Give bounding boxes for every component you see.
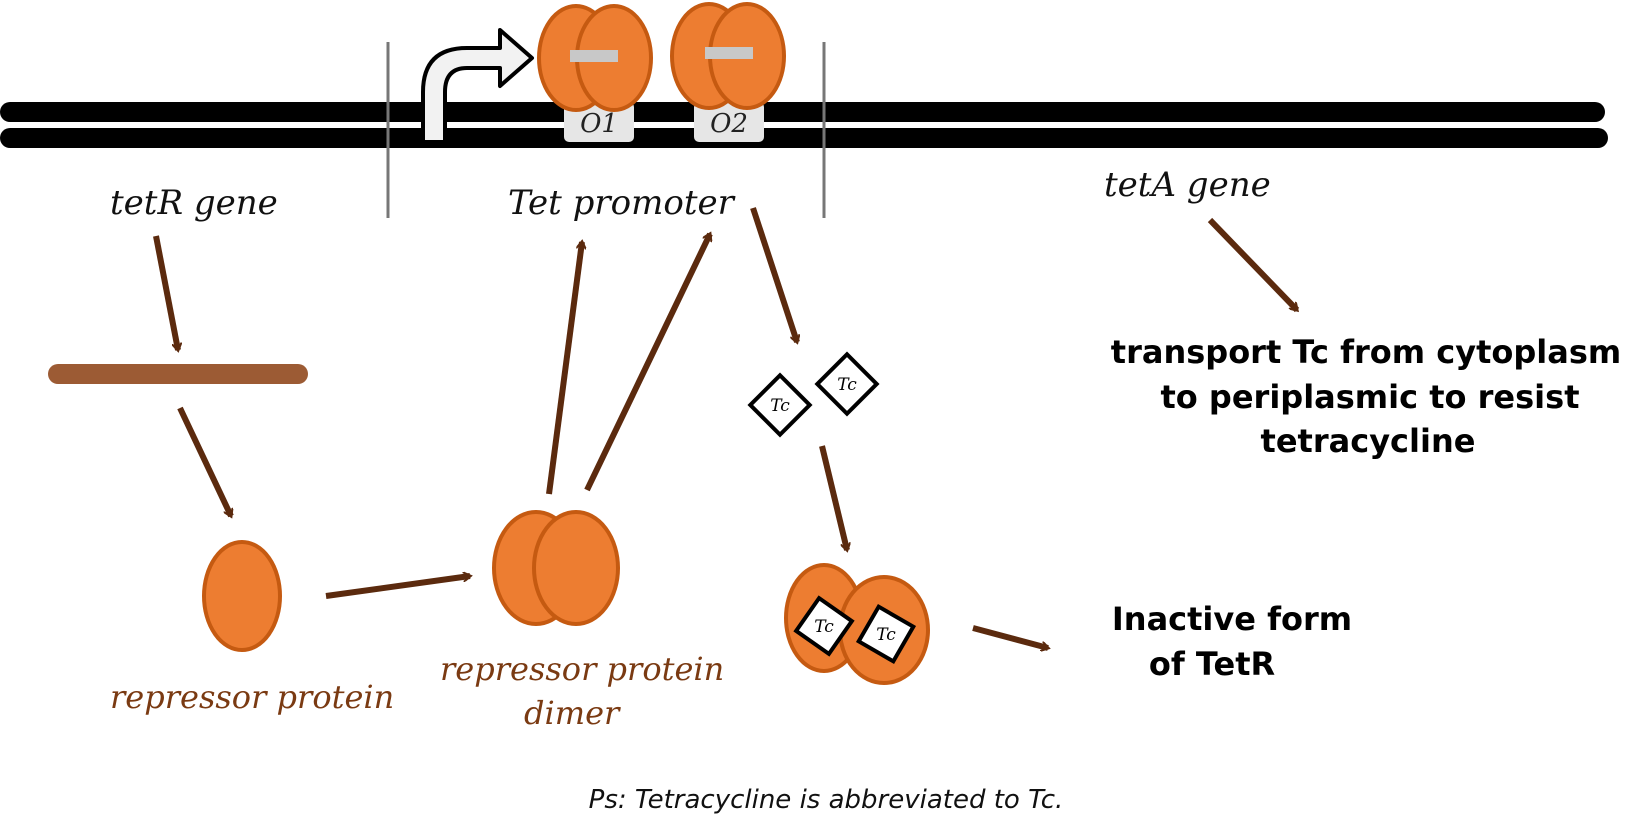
arrow-complex-to-inactive xyxy=(972,625,1048,648)
operator-o1: O1 xyxy=(564,102,634,142)
transport-label-line1: transport Tc from cytoplasm xyxy=(1111,333,1621,371)
repressor-dimer-label-line1: repressor protein xyxy=(440,650,724,688)
arrow-dimer-to-promoter-2 xyxy=(584,234,713,492)
transcription-start-arrow-icon xyxy=(421,28,534,144)
arrow-teta-to-function xyxy=(1207,217,1300,313)
operator-o2: O2 xyxy=(694,102,764,142)
tet-promoter-label: Tet promoter xyxy=(508,183,736,223)
inactive-form-label-line1: Inactive form xyxy=(1112,600,1352,638)
arrow-dimer-to-promoter-1 xyxy=(546,242,582,495)
repressor-dimer-label-line2: dimer xyxy=(524,694,621,732)
transport-label-line3: tetracycline xyxy=(1261,422,1476,460)
arrow-tc-to-complex xyxy=(819,445,847,550)
tc-molecule-2-label: Tc xyxy=(837,375,857,395)
arrow-protein-to-dimer xyxy=(325,576,470,599)
arrow-mrna-to-protein xyxy=(177,406,234,516)
tetr-gene-label: tetR gene xyxy=(110,183,278,223)
dna-strands xyxy=(0,102,1608,148)
bound-tc-molecule-1-label: Tc xyxy=(814,617,834,637)
repressor-protein-monomer xyxy=(202,540,282,652)
operator-o1-label: O1 xyxy=(580,109,618,139)
teta-gene-label: tetA gene xyxy=(1104,165,1271,205)
bound-repressor-dimer-o1 xyxy=(537,4,653,112)
bound-repressor-dimer-o2 xyxy=(670,2,786,110)
tc-molecule-2 xyxy=(814,351,880,417)
bound-tc-molecule-1 xyxy=(793,595,855,657)
transport-label-line2: to periplasmic to resist xyxy=(1161,378,1580,416)
operator-o2-label: O2 xyxy=(710,109,748,139)
bound-tc-molecule-2 xyxy=(855,603,917,665)
arrow-gene-to-mrna xyxy=(153,235,178,350)
footnote: Ps: Tetracycline is abbreviated to Tc. xyxy=(589,785,1064,815)
bound-tc-molecule-2-label: Tc xyxy=(876,625,896,645)
repressor-protein-dimer xyxy=(492,510,620,626)
inactive-form-label-line2: of TetR xyxy=(1149,645,1275,683)
arrows xyxy=(153,207,1300,648)
tc-molecule-1 xyxy=(747,372,813,438)
repressor-protein-label: repressor protein xyxy=(110,678,394,716)
tc-molecule-1-label: Tc xyxy=(770,396,790,416)
arrow-promoter-to-tc xyxy=(750,207,797,342)
